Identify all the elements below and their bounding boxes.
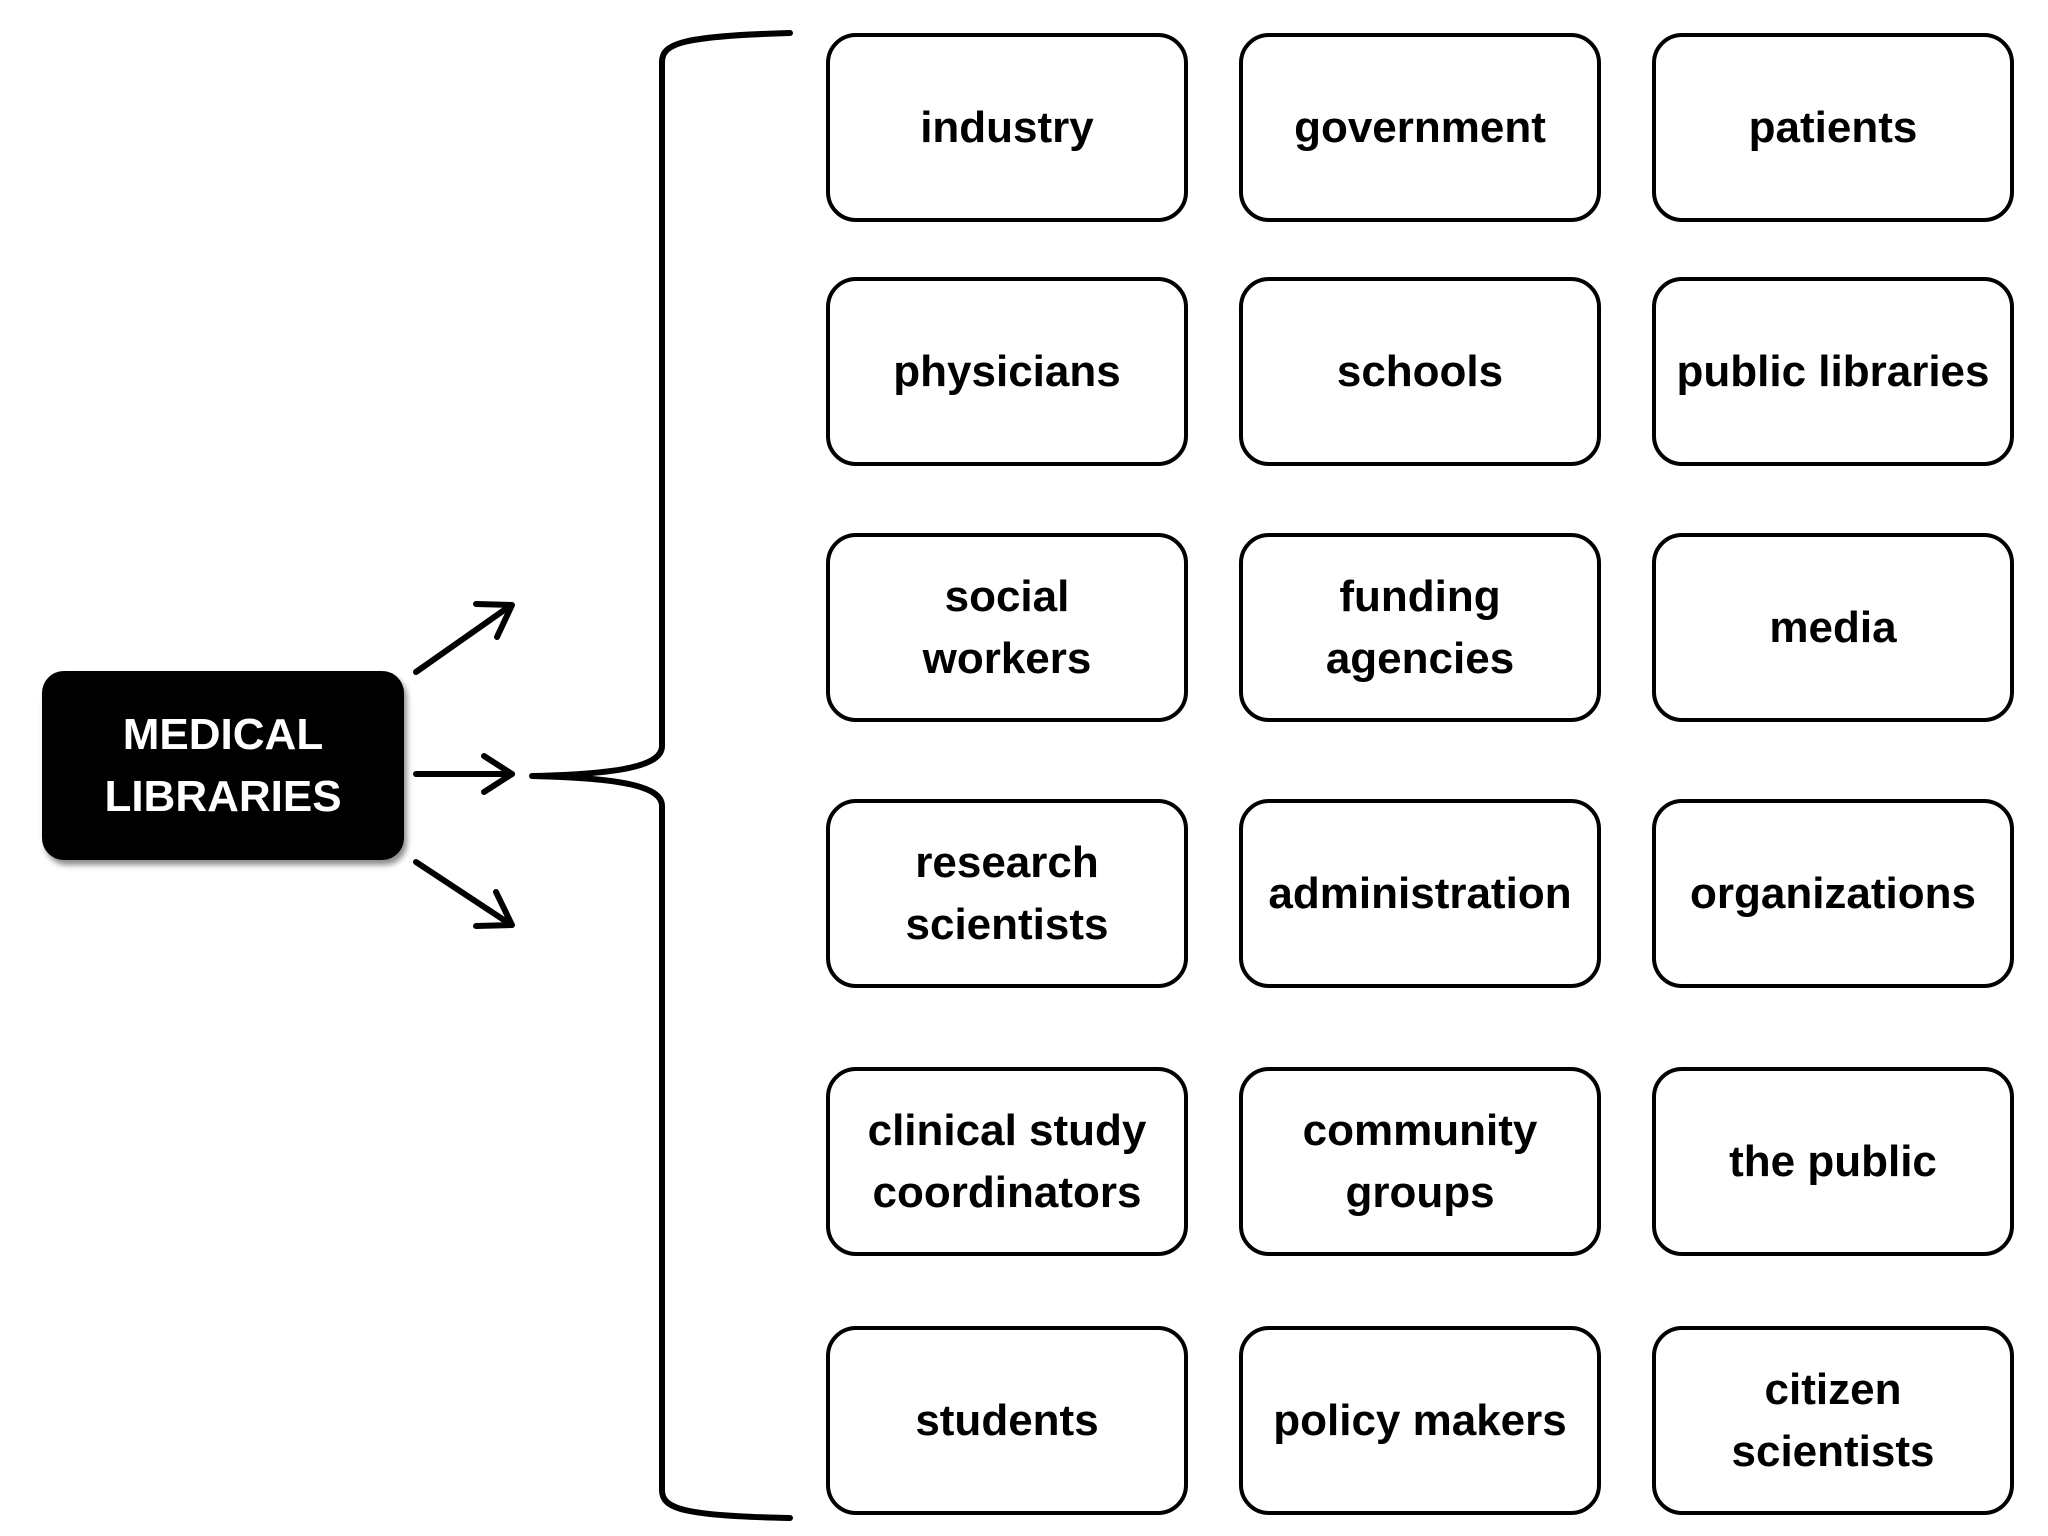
stakeholder-box: policy makers — [1239, 1326, 1601, 1515]
stakeholder-box: media — [1652, 533, 2014, 722]
stakeholder-label: organizations — [1689, 868, 1977, 918]
stakeholder-label: students — [915, 1395, 1099, 1445]
stakeholder-box: social workers — [826, 533, 1188, 722]
arrow-right — [413, 753, 515, 795]
stakeholder-label: citizen scientists — [1731, 1364, 1935, 1476]
stakeholder-label: social workers — [922, 571, 1092, 683]
stakeholder-label: patients — [1748, 102, 1918, 152]
stakeholder-box: physicians — [826, 277, 1188, 466]
stakeholder-label: community groups — [1302, 1105, 1538, 1217]
stakeholder-box: citizen scientists — [1652, 1326, 2014, 1515]
stakeholder-label: government — [1294, 102, 1546, 152]
stakeholder-label: public libraries — [1676, 346, 1990, 396]
stakeholder-label: research scientists — [905, 837, 1109, 949]
stakeholder-box: funding agencies — [1239, 533, 1601, 722]
stakeholder-label: physicians — [893, 346, 1121, 396]
stakeholder-box: patients — [1652, 33, 2014, 222]
stakeholder-label: the public — [1729, 1136, 1937, 1186]
stakeholder-label: clinical study coordinators — [867, 1105, 1147, 1217]
arrow-down-right — [413, 859, 515, 929]
stakeholder-label: schools — [1336, 346, 1504, 396]
stakeholder-label: media — [1769, 602, 1897, 652]
stakeholder-box: students — [826, 1326, 1188, 1515]
stakeholder-box: schools — [1239, 277, 1601, 466]
stakeholder-box: organizations — [1652, 799, 2014, 988]
stakeholder-box: public libraries — [1652, 277, 2014, 466]
curly-brace — [529, 30, 793, 1521]
medical-libraries-node: MEDICAL LIBRARIES — [42, 671, 404, 860]
stakeholder-box: industry — [826, 33, 1188, 222]
stakeholder-box: community groups — [1239, 1067, 1601, 1256]
stakeholder-label: funding agencies — [1325, 571, 1515, 683]
arrow-up-right — [413, 601, 515, 675]
stakeholder-box: research scientists — [826, 799, 1188, 988]
stakeholder-box: the public — [1652, 1067, 2014, 1256]
stakeholder-grid: industry government patients physicians … — [826, 33, 2021, 1523]
stakeholder-box: clinical study coordinators — [826, 1067, 1188, 1256]
stakeholder-label: policy makers — [1273, 1395, 1567, 1445]
stakeholder-label: administration — [1268, 868, 1572, 918]
stakeholder-label: industry — [920, 102, 1094, 152]
medical-libraries-label: MEDICAL LIBRARIES — [104, 709, 342, 821]
stakeholder-box: government — [1239, 33, 1601, 222]
stakeholder-box: administration — [1239, 799, 1601, 988]
